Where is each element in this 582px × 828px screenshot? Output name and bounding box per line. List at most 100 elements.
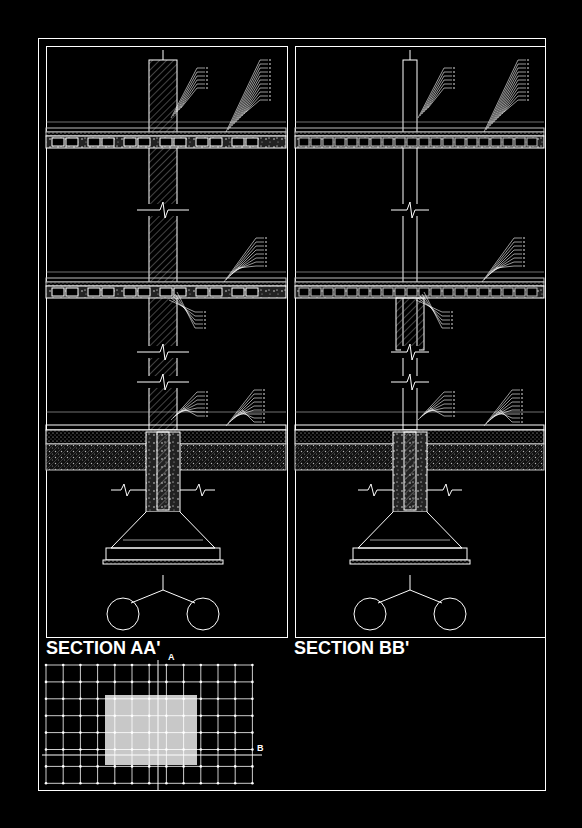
hollow-block (455, 138, 465, 146)
callout-leader (496, 266, 522, 268)
section-title: SECTION AA' (46, 639, 161, 657)
plan-column (62, 664, 65, 667)
panel-frame (47, 47, 288, 638)
leader-dot (269, 91, 271, 93)
callout-leader (486, 246, 522, 278)
leader-dot (263, 393, 265, 395)
hollow-block (515, 288, 525, 296)
leader-dot (263, 405, 265, 407)
plan-grid (46, 665, 47, 783)
plan-column (200, 765, 203, 768)
leader-dot (527, 79, 529, 81)
callout-leader (173, 72, 205, 116)
leader-dot (263, 417, 265, 419)
plan-column (182, 681, 185, 684)
callout-leader (484, 60, 526, 132)
hollow-block (527, 288, 537, 296)
leader-dot (204, 315, 206, 317)
plan-column (148, 765, 151, 768)
leader-dot (206, 403, 208, 405)
floor-finish (46, 278, 286, 282)
callout-leader (234, 76, 268, 124)
floor-finish (295, 425, 544, 430)
hollow-block (246, 288, 258, 296)
hollow-block (467, 138, 477, 146)
hollow-block (311, 288, 321, 296)
leader-dot (269, 95, 271, 97)
callout-leader (228, 246, 264, 278)
plan-column (79, 664, 82, 667)
leader-dot (263, 389, 265, 391)
callout-leader (226, 390, 262, 426)
leader-dot (527, 71, 529, 73)
callout-leader (240, 88, 268, 118)
callout-leader (238, 414, 262, 415)
hollow-block (491, 288, 501, 296)
panel-frame (296, 47, 546, 638)
leader-dot (521, 409, 523, 411)
roof-slab (295, 136, 544, 148)
plan-column (234, 765, 237, 768)
leader-dot (453, 415, 455, 417)
hollow-block (395, 288, 405, 296)
break-line (137, 344, 189, 360)
callout-leader (240, 412, 262, 418)
plan-column (96, 664, 99, 667)
leader-dot (265, 253, 267, 255)
leader-dot (206, 83, 208, 85)
callout-leader (422, 400, 452, 416)
hollow-block (124, 288, 136, 296)
plan-column (200, 664, 203, 667)
callout-leader (171, 298, 203, 316)
leader-dot (265, 245, 267, 247)
plan-column (148, 782, 151, 785)
beam (396, 298, 424, 350)
hollow-block (455, 288, 465, 296)
plan-column (114, 731, 117, 734)
plan-column (165, 731, 168, 734)
plan-column (182, 698, 185, 701)
plan-column (182, 748, 185, 751)
plan-column (114, 765, 117, 768)
hollow-block (138, 138, 150, 146)
leader-dot (523, 237, 525, 239)
hollow-block (66, 138, 78, 146)
hollow-block (232, 288, 244, 296)
callout-leader (418, 392, 452, 420)
footing-base (106, 548, 220, 560)
hollow-block (88, 288, 100, 296)
callout-leader (488, 398, 520, 422)
break-line (391, 374, 429, 390)
plan-column (165, 681, 168, 684)
callout-leader (173, 396, 205, 418)
pedestal (146, 432, 180, 512)
callout-leader (494, 262, 522, 270)
plan-column (62, 731, 65, 734)
hollow-block (52, 288, 64, 296)
leader-dot (265, 249, 267, 251)
plan-column (96, 731, 99, 734)
plan-column (131, 664, 134, 667)
plan-grid (46, 783, 252, 784)
plan-grid (46, 766, 252, 767)
callout-leader (424, 80, 452, 112)
callout-leader (175, 400, 205, 416)
leader-dot (451, 327, 453, 329)
hollow-block (196, 288, 208, 296)
leader-dot (269, 83, 271, 85)
leader-dot (453, 391, 455, 393)
section-marker: B (257, 744, 264, 753)
lean-concrete (103, 560, 223, 564)
callout-leader (171, 68, 205, 118)
leader-dot (263, 421, 265, 423)
grid-bubble (187, 598, 219, 630)
plan-column (217, 782, 220, 785)
leader-dot (204, 327, 206, 329)
callout-leader (177, 80, 205, 112)
plan-grid (149, 665, 150, 783)
leader-dot (453, 403, 455, 405)
rebar (123, 540, 203, 541)
plan-column (114, 698, 117, 701)
break-line (111, 484, 146, 496)
